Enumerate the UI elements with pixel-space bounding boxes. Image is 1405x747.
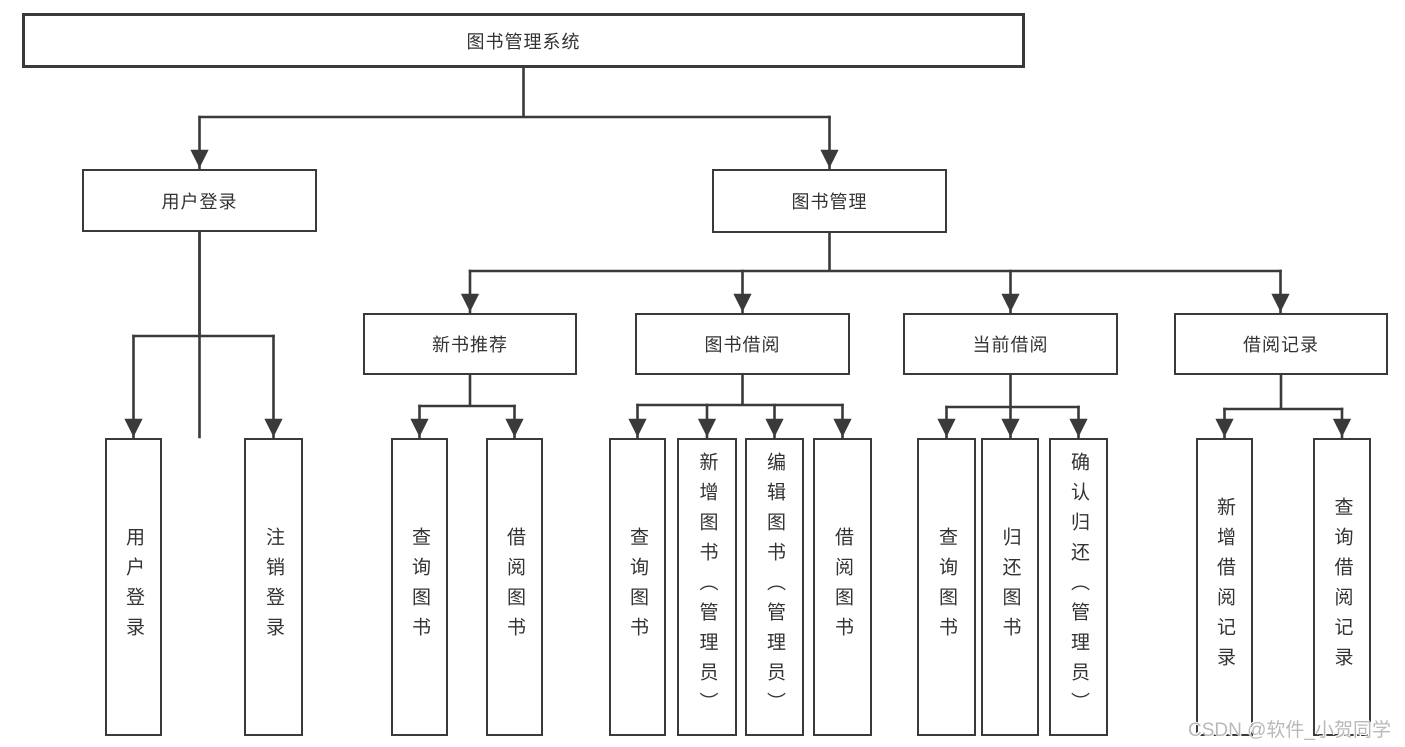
leaf-label: 用户登录 bbox=[123, 527, 144, 647]
leaf-label: 新增借阅记录 bbox=[1214, 497, 1235, 677]
leaf-logout: 注销登录 bbox=[244, 438, 303, 736]
node-label: 新书推荐 bbox=[432, 335, 508, 355]
leaf-label: 查询图书 bbox=[409, 527, 430, 647]
connector-book-management-trunk bbox=[468, 231, 1282, 273]
node-label: 图书借阅 bbox=[704, 335, 781, 355]
node-library-management-system: 图书管理系统 bbox=[22, 13, 1025, 68]
csdn-watermark: CSDN @软件_小贺同学 bbox=[1188, 720, 1391, 741]
node-label: 图书管理系统 bbox=[466, 31, 581, 52]
leaf-confirm-return-admin: 确认归还（管理员） bbox=[1049, 438, 1108, 736]
connector-borrowing-records-trunk bbox=[1223, 373, 1344, 411]
connector-root-trunk bbox=[198, 66, 831, 119]
connector-book-borrowing-trunk bbox=[636, 373, 844, 407]
leaf-search-borrow-record: 查询借阅记录 bbox=[1313, 438, 1371, 736]
leaf-label: 查询图书 bbox=[627, 527, 648, 647]
leaf-add-books-admin: 新增图书（管理员） bbox=[677, 438, 737, 736]
connector-current-borrowing-trunk bbox=[945, 373, 1080, 409]
leaf-borrow-books-1: 借阅图书 bbox=[486, 438, 543, 736]
connector-user-login-trunk bbox=[132, 230, 275, 338]
leaf-user-login: 用户登录 bbox=[105, 438, 162, 736]
leaf-edit-books-admin: 编辑图书（管理员） bbox=[745, 438, 804, 736]
leaf-label: 新增图书（管理员） bbox=[696, 452, 718, 722]
leaf-label: 借阅图书 bbox=[832, 527, 853, 647]
node-book-borrowing: 图书借阅 bbox=[635, 313, 850, 375]
node-book-management: 图书管理 bbox=[712, 169, 947, 233]
leaf-search-books-1: 查询图书 bbox=[391, 438, 448, 736]
node-borrowing-records: 借阅记录 bbox=[1174, 313, 1388, 375]
leaf-add-borrow-record: 新增借阅记录 bbox=[1196, 438, 1253, 736]
leaf-label: 查询图书 bbox=[936, 527, 957, 647]
leaf-borrow-books-2: 借阅图书 bbox=[813, 438, 872, 736]
leaf-search-books-2: 查询图书 bbox=[609, 438, 666, 736]
leaf-label: 确认归还（管理员） bbox=[1068, 452, 1089, 722]
node-user-login: 用户登录 bbox=[82, 169, 317, 232]
leaf-label: 编辑图书（管理员） bbox=[764, 452, 785, 722]
leaf-search-books-3: 查询图书 bbox=[917, 438, 976, 736]
leaf-label: 借阅图书 bbox=[504, 527, 525, 647]
node-new-book-recommendation: 新书推荐 bbox=[363, 313, 577, 375]
node-label: 当前借阅 bbox=[972, 335, 1049, 355]
leaf-return-books: 归还图书 bbox=[981, 438, 1039, 736]
connector-new-book-trunk bbox=[418, 373, 516, 408]
leaf-label: 查询借阅记录 bbox=[1331, 497, 1353, 677]
leaf-label: 归还图书 bbox=[999, 527, 1021, 647]
node-label: 图书管理 bbox=[791, 192, 868, 212]
node-label: 用户登录 bbox=[161, 191, 238, 212]
node-current-borrowing: 当前借阅 bbox=[903, 313, 1118, 375]
leaf-label: 注销登录 bbox=[263, 527, 284, 647]
node-label: 借阅记录 bbox=[1243, 335, 1319, 355]
